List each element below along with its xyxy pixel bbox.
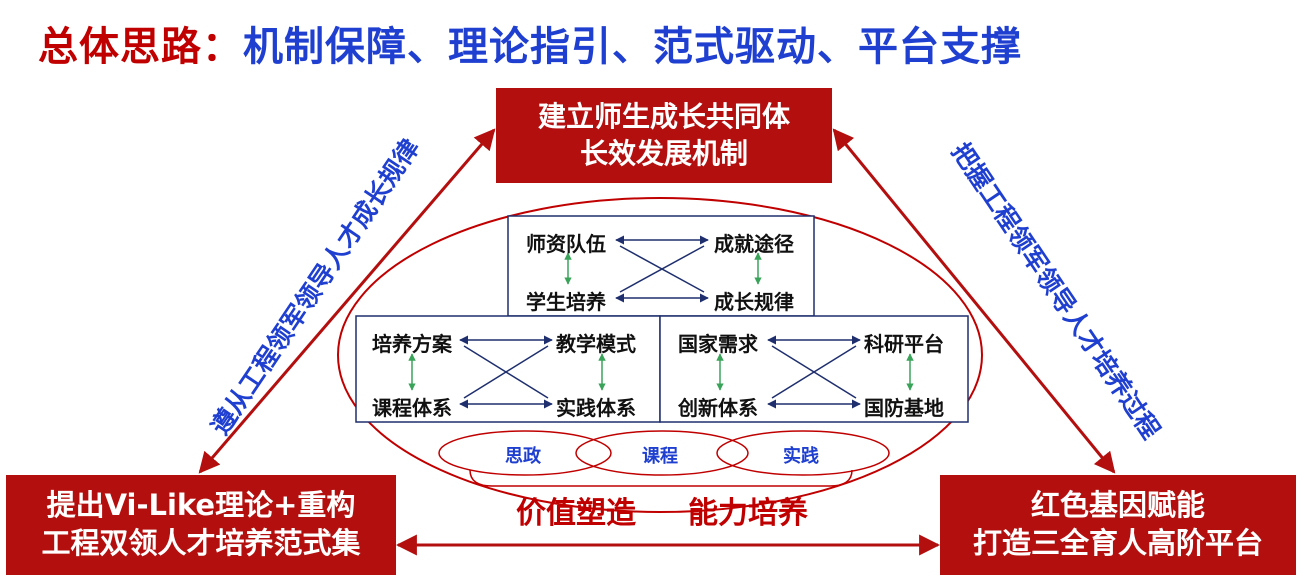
top-group-bl: 学生培养 — [526, 290, 606, 314]
right-group-bl: 创新体系 — [678, 396, 758, 420]
right-edge-arrow — [832, 128, 1116, 474]
value-shaping-label: 价值塑造 — [516, 496, 636, 531]
top-box-line1: 建立师生成长共同体 — [537, 100, 790, 134]
right-box-line2: 打造三全育人高阶平台 — [972, 526, 1263, 560]
left-edge-arrow — [198, 128, 496, 474]
ellipse-sizheng — [438, 430, 612, 476]
ellipse-label-kecheng: 课程 — [642, 446, 678, 467]
top-group-tl: 师资队伍 — [526, 232, 606, 256]
left-box-line2: 工程双领人才培养范式集 — [41, 526, 361, 560]
right-group-tl: 国家需求 — [678, 332, 758, 356]
top-group-br: 成长规律 — [714, 290, 794, 314]
left-box-line1: 提出Vi-Like理论+重构 — [46, 488, 356, 523]
left-group-tr: 教学模式 — [556, 332, 636, 356]
left-box: 提出Vi-Like理论+重构 工程双领人才培养范式集 — [6, 475, 396, 575]
left-group-frame — [355, 315, 661, 423]
top-box-line2: 长效发展机制 — [579, 136, 748, 170]
right-group-br: 国防基地 — [864, 396, 944, 420]
right-box: 红色基因赋能 打造三全育人高阶平台 — [940, 475, 1296, 575]
bottom-bracket — [469, 469, 853, 487]
ellipse-label-sizheng: 思政 — [505, 446, 541, 467]
right-group-tr: 科研平台 — [864, 332, 944, 356]
ellipse-kecheng — [575, 430, 749, 476]
outer-ellipse — [337, 197, 983, 513]
ellipse-shijian — [716, 430, 890, 476]
title-main: 机制保障、理论指引、范式驱动、平台支撑 — [243, 24, 1022, 70]
ability-cultivation-label: 能力培养 — [688, 496, 808, 531]
left-group-bl: 课程体系 — [372, 396, 452, 420]
page-title: 总体思路：机制保障、理论指引、范式驱动、平台支撑 — [38, 14, 1022, 72]
top-group-tr: 成就途径 — [714, 232, 794, 256]
right-box-line1: 红色基因赋能 — [1030, 488, 1205, 523]
ellipse-label-shijian: 实践 — [783, 446, 819, 467]
left-group-br: 实践体系 — [556, 396, 636, 420]
top-box: 建立师生成长共同体 长效发展机制 — [496, 88, 832, 183]
title-prefix: 总体思路： — [38, 24, 243, 70]
left-group-tl: 培养方案 — [372, 332, 452, 356]
